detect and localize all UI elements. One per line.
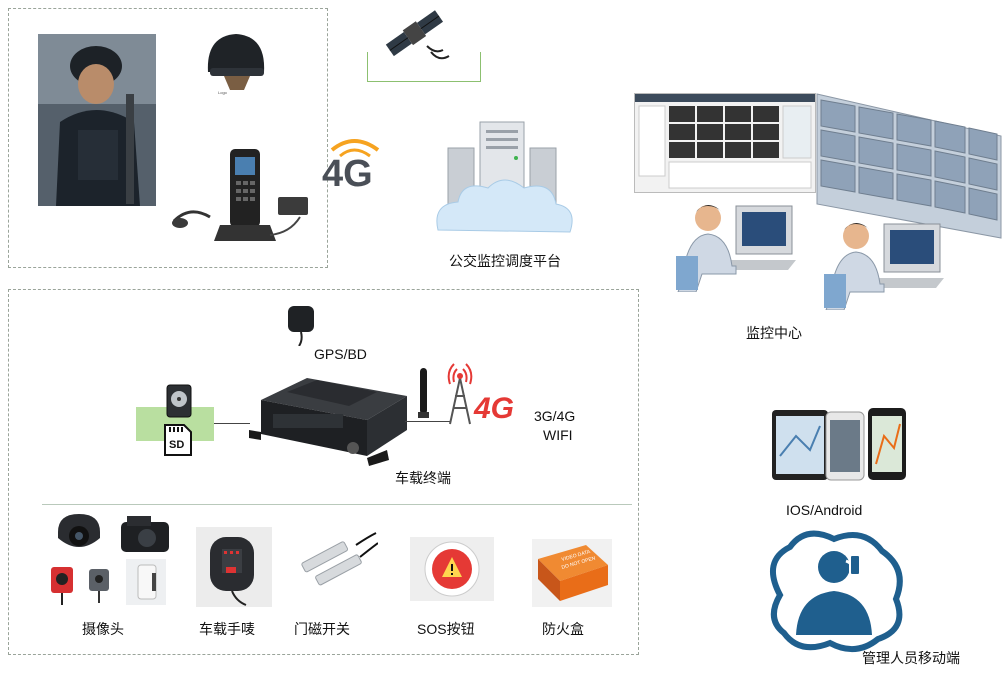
network-label-line1: 3G/4G xyxy=(534,408,576,424)
monitor-center-label: 监控中心 xyxy=(746,325,802,341)
operator-workstation-2 xyxy=(820,214,950,310)
4g-logo-text: 4G xyxy=(322,153,373,195)
satellite-bracket xyxy=(367,52,481,82)
cloud-server-icon xyxy=(432,118,578,248)
door-switch-image xyxy=(296,531,378,593)
monitor-software-screenshot xyxy=(634,93,816,193)
gps-label: GPS/BD xyxy=(314,346,367,362)
box-camera-image xyxy=(117,514,175,556)
sd-card-text: SD xyxy=(169,439,184,451)
cell-tower-4g-icon: 4G xyxy=(444,362,526,426)
dome-camera-image xyxy=(52,512,106,558)
vehicle-terminal-group xyxy=(8,289,639,655)
terminal-network-line xyxy=(405,421,451,422)
small-camera-image xyxy=(86,567,112,603)
operator-workstation-1 xyxy=(672,196,802,292)
firebox-image: VIDEO DATA DO NOT OPEN xyxy=(532,539,612,607)
firebox-label: 防火盒 xyxy=(542,621,584,637)
sos-label: SOS按钮 xyxy=(417,621,475,637)
video-wall-image xyxy=(815,92,1003,242)
storage-connector-line xyxy=(214,423,250,424)
helmet-image: Logo xyxy=(200,24,272,96)
police-officer-image xyxy=(38,34,156,206)
terminal-label: 车载终端 xyxy=(395,470,451,486)
platform-label: 公交监控调度平台 xyxy=(449,253,561,269)
divider-line xyxy=(42,504,632,505)
handheld-terminal-image xyxy=(170,145,320,250)
whip-antenna-icon xyxy=(416,368,430,420)
gps-antenna-icon xyxy=(285,302,319,346)
sd-card-icon: SD xyxy=(164,424,192,456)
hand-microphone-image xyxy=(196,527,272,607)
door-label: 门磁开关 xyxy=(294,621,350,637)
sos-button-image xyxy=(410,537,494,601)
camera-label: 摄像头 xyxy=(82,621,124,637)
mobile-user-icon xyxy=(760,525,910,655)
hard-disk-icon xyxy=(166,384,192,418)
cell-tower-4g-text: 4G xyxy=(473,392,514,425)
4g-logo: 4G xyxy=(318,130,392,196)
handmic-label: 车载手唛 xyxy=(199,621,255,637)
police-device-group xyxy=(8,8,328,268)
satellite-icon xyxy=(385,6,455,68)
svg-text:Logo: Logo xyxy=(218,90,228,95)
network-label-line2: WIFI xyxy=(543,427,573,443)
red-camera-image xyxy=(48,565,76,605)
wall-camera-image xyxy=(126,559,166,605)
vehicle-terminal-image xyxy=(247,370,412,468)
mobile-mgmt-label: 管理人员移动端 xyxy=(862,650,960,666)
mobile-devices-image xyxy=(770,406,908,482)
mobile-os-label: IOS/Android xyxy=(786,502,863,518)
